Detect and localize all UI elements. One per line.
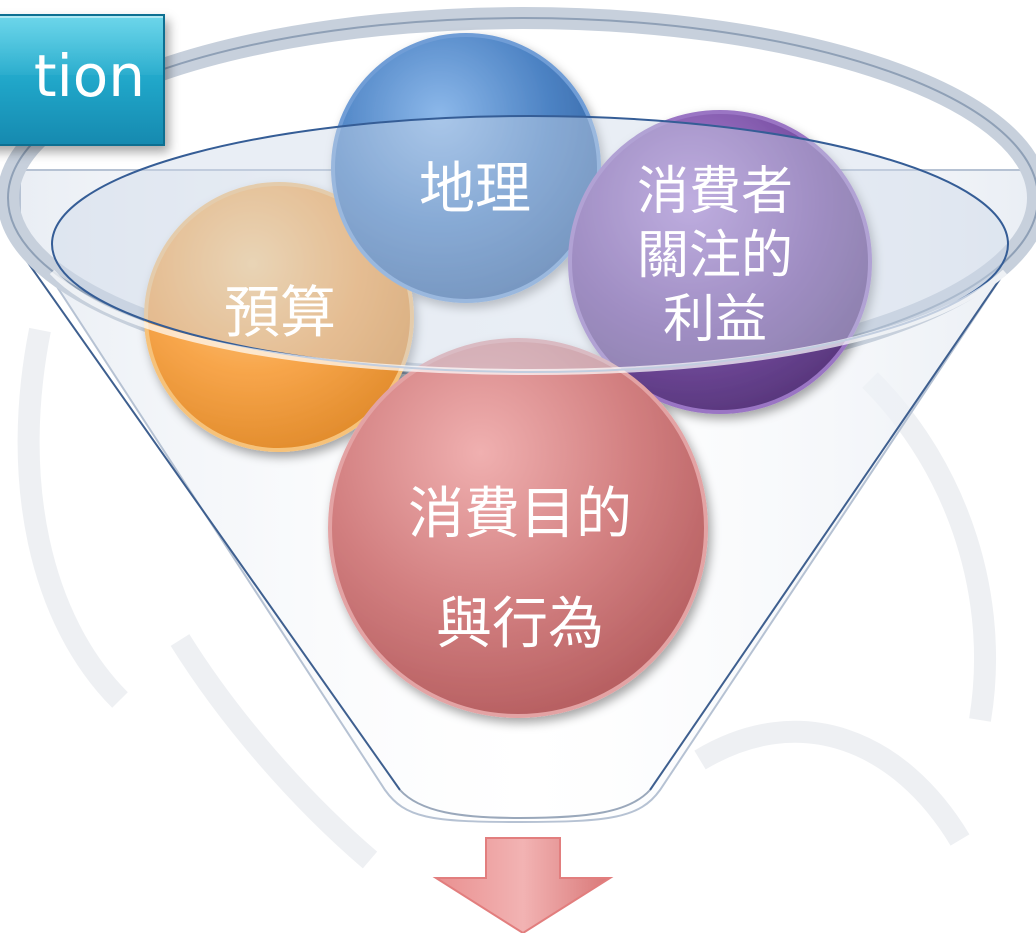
- purpose-circle: [328, 338, 708, 718]
- interest-circle: [568, 110, 872, 414]
- down-arrow: [432, 837, 614, 933]
- geography-circle: [331, 33, 601, 303]
- budget-circle: [144, 182, 414, 452]
- title-text: tion: [33, 42, 145, 110]
- title-box: tion: [0, 14, 165, 146]
- funnel-opening: [51, 115, 1009, 373]
